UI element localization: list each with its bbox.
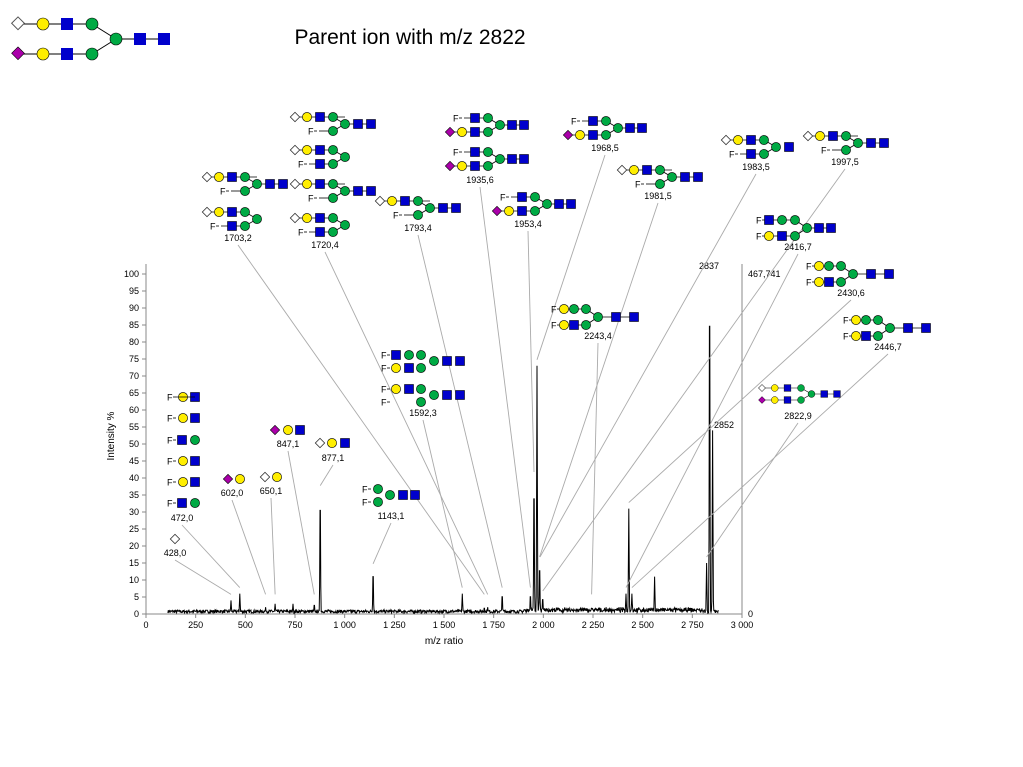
x-tick-label: 1 750	[482, 620, 505, 630]
fragment-label: 1983,5	[742, 162, 770, 172]
leader-line	[181, 524, 241, 588]
fragment-label: 650,1	[260, 486, 283, 496]
x-tick-label: 2 250	[582, 620, 605, 630]
x-tick-label: 2 750	[681, 620, 704, 630]
x-tick-label: 0	[143, 620, 148, 630]
leader-line	[591, 342, 599, 595]
chart-title: Parent ion with m/z 2822	[294, 26, 525, 49]
leader-line	[542, 168, 846, 592]
y-tick-label: 55	[129, 422, 139, 432]
fragment-label: 2446,7	[874, 342, 902, 352]
leader-line	[631, 353, 889, 588]
leader-line	[319, 464, 334, 486]
x-axis-label: m/z ratio	[425, 636, 464, 647]
x-tick-label: 1 250	[383, 620, 406, 630]
fragment-labels: 428,0 472,0 602,0 650,1 847,1 877,1 1143,1 1592…	[164, 143, 902, 558]
y-tick-label: 60	[129, 405, 139, 415]
leader-line	[536, 154, 606, 360]
fragment-leader-lines	[174, 154, 889, 595]
leader-line	[625, 253, 799, 588]
x-tick-label: 1 000	[333, 620, 356, 630]
peak-label: 2852	[714, 420, 734, 430]
y-tick-label: 35	[129, 490, 139, 500]
leader-line	[287, 450, 315, 595]
x-tick-label: 2 500	[631, 620, 654, 630]
fragment-label: 1592,3	[409, 408, 437, 418]
fragment-label: 2243,4	[584, 331, 612, 341]
leader-line	[270, 497, 276, 595]
leader-line	[422, 419, 463, 588]
fragment-label: 1935,6	[466, 175, 494, 185]
y-tick-label: 5	[134, 592, 139, 602]
y-tick-label: 100	[124, 269, 139, 279]
axes	[145, 264, 743, 615]
x-tick-label: 2 000	[532, 620, 555, 630]
glycan-472-stack	[166, 392, 200, 509]
y-tick-label: 20	[129, 541, 139, 551]
fragment-label: 2822,9	[784, 411, 812, 421]
leader-line	[417, 234, 503, 588]
fragment-label: 428,0	[164, 548, 187, 558]
x-tick-label: 250	[188, 620, 203, 630]
x-tick-label: 500	[238, 620, 253, 630]
fragment-label: 1953,4	[514, 219, 542, 229]
y-tick-label: 10	[129, 575, 139, 585]
fragment-label: 472,0	[171, 513, 194, 523]
y-tick-label: 85	[129, 320, 139, 330]
leader-line	[237, 244, 485, 595]
parent-glycan-icon	[10, 16, 170, 61]
leader-line	[706, 422, 799, 558]
y-tick-label: 15	[129, 558, 139, 568]
y-tick-label: 80	[129, 337, 139, 347]
fragment-label: 1703,2	[224, 233, 252, 243]
y-tick-label: 30	[129, 507, 139, 517]
leader-line	[479, 186, 531, 588]
y-tick-label: 50	[129, 439, 139, 449]
y-tick-label: 45	[129, 456, 139, 466]
leader-line	[527, 230, 535, 473]
fragment-label: 602,0	[221, 488, 244, 498]
peak-label: 2837	[699, 261, 719, 271]
spectrum-series-line	[167, 325, 719, 615]
fragment-label: 1997,5	[831, 157, 859, 167]
y-tick-label: 25	[129, 524, 139, 534]
y-tick-label: 0	[134, 609, 139, 619]
right-axis-top-label: 467,741	[748, 269, 781, 279]
fragment-label: 1143,1	[378, 511, 405, 521]
y-tick-label: 95	[129, 286, 139, 296]
peak-labels: 2837 2852	[699, 261, 734, 430]
leader-line	[539, 173, 757, 558]
fragment-label: 877,1	[322, 453, 345, 463]
y-tick-label: 70	[129, 371, 139, 381]
y-tick-label: 65	[129, 388, 139, 398]
leader-line	[372, 522, 392, 564]
glycan-structures	[166, 112, 931, 545]
fragment-label: 1793,4	[404, 223, 432, 233]
y-axis-label: Intensity %	[106, 411, 117, 460]
right-axis-bottom-label: 0	[748, 609, 753, 619]
fragment-label: 1968,5	[591, 143, 619, 153]
leader-line	[628, 299, 852, 503]
x-tick-label: 1 500	[433, 620, 456, 630]
leader-line	[324, 251, 489, 595]
x-tick-label: 750	[287, 620, 302, 630]
fragment-label: 1720,4	[311, 240, 339, 250]
y-tick-label: 75	[129, 354, 139, 364]
y-tick-label: 90	[129, 303, 139, 313]
x-tick-label: 3 000	[731, 620, 754, 630]
leader-line	[174, 559, 232, 595]
fragment-label: 2430,6	[837, 288, 865, 298]
leader-line	[539, 202, 659, 558]
x-ticks: 0 250 500 750 1 000 1 250 1 500 1 750 2 000 2 250…	[143, 614, 753, 630]
fragment-label: 1981,5	[644, 191, 672, 201]
fragment-label: 2416,7	[784, 242, 812, 252]
y-tick-label: 40	[129, 473, 139, 483]
leader-line	[231, 499, 267, 595]
y-ticks: 0 5 10 15 20 25 30 35 40 45 50 55 60 65 70 75 80 85 90 95 10…	[124, 269, 146, 619]
fragment-label: 847,1	[277, 439, 300, 449]
